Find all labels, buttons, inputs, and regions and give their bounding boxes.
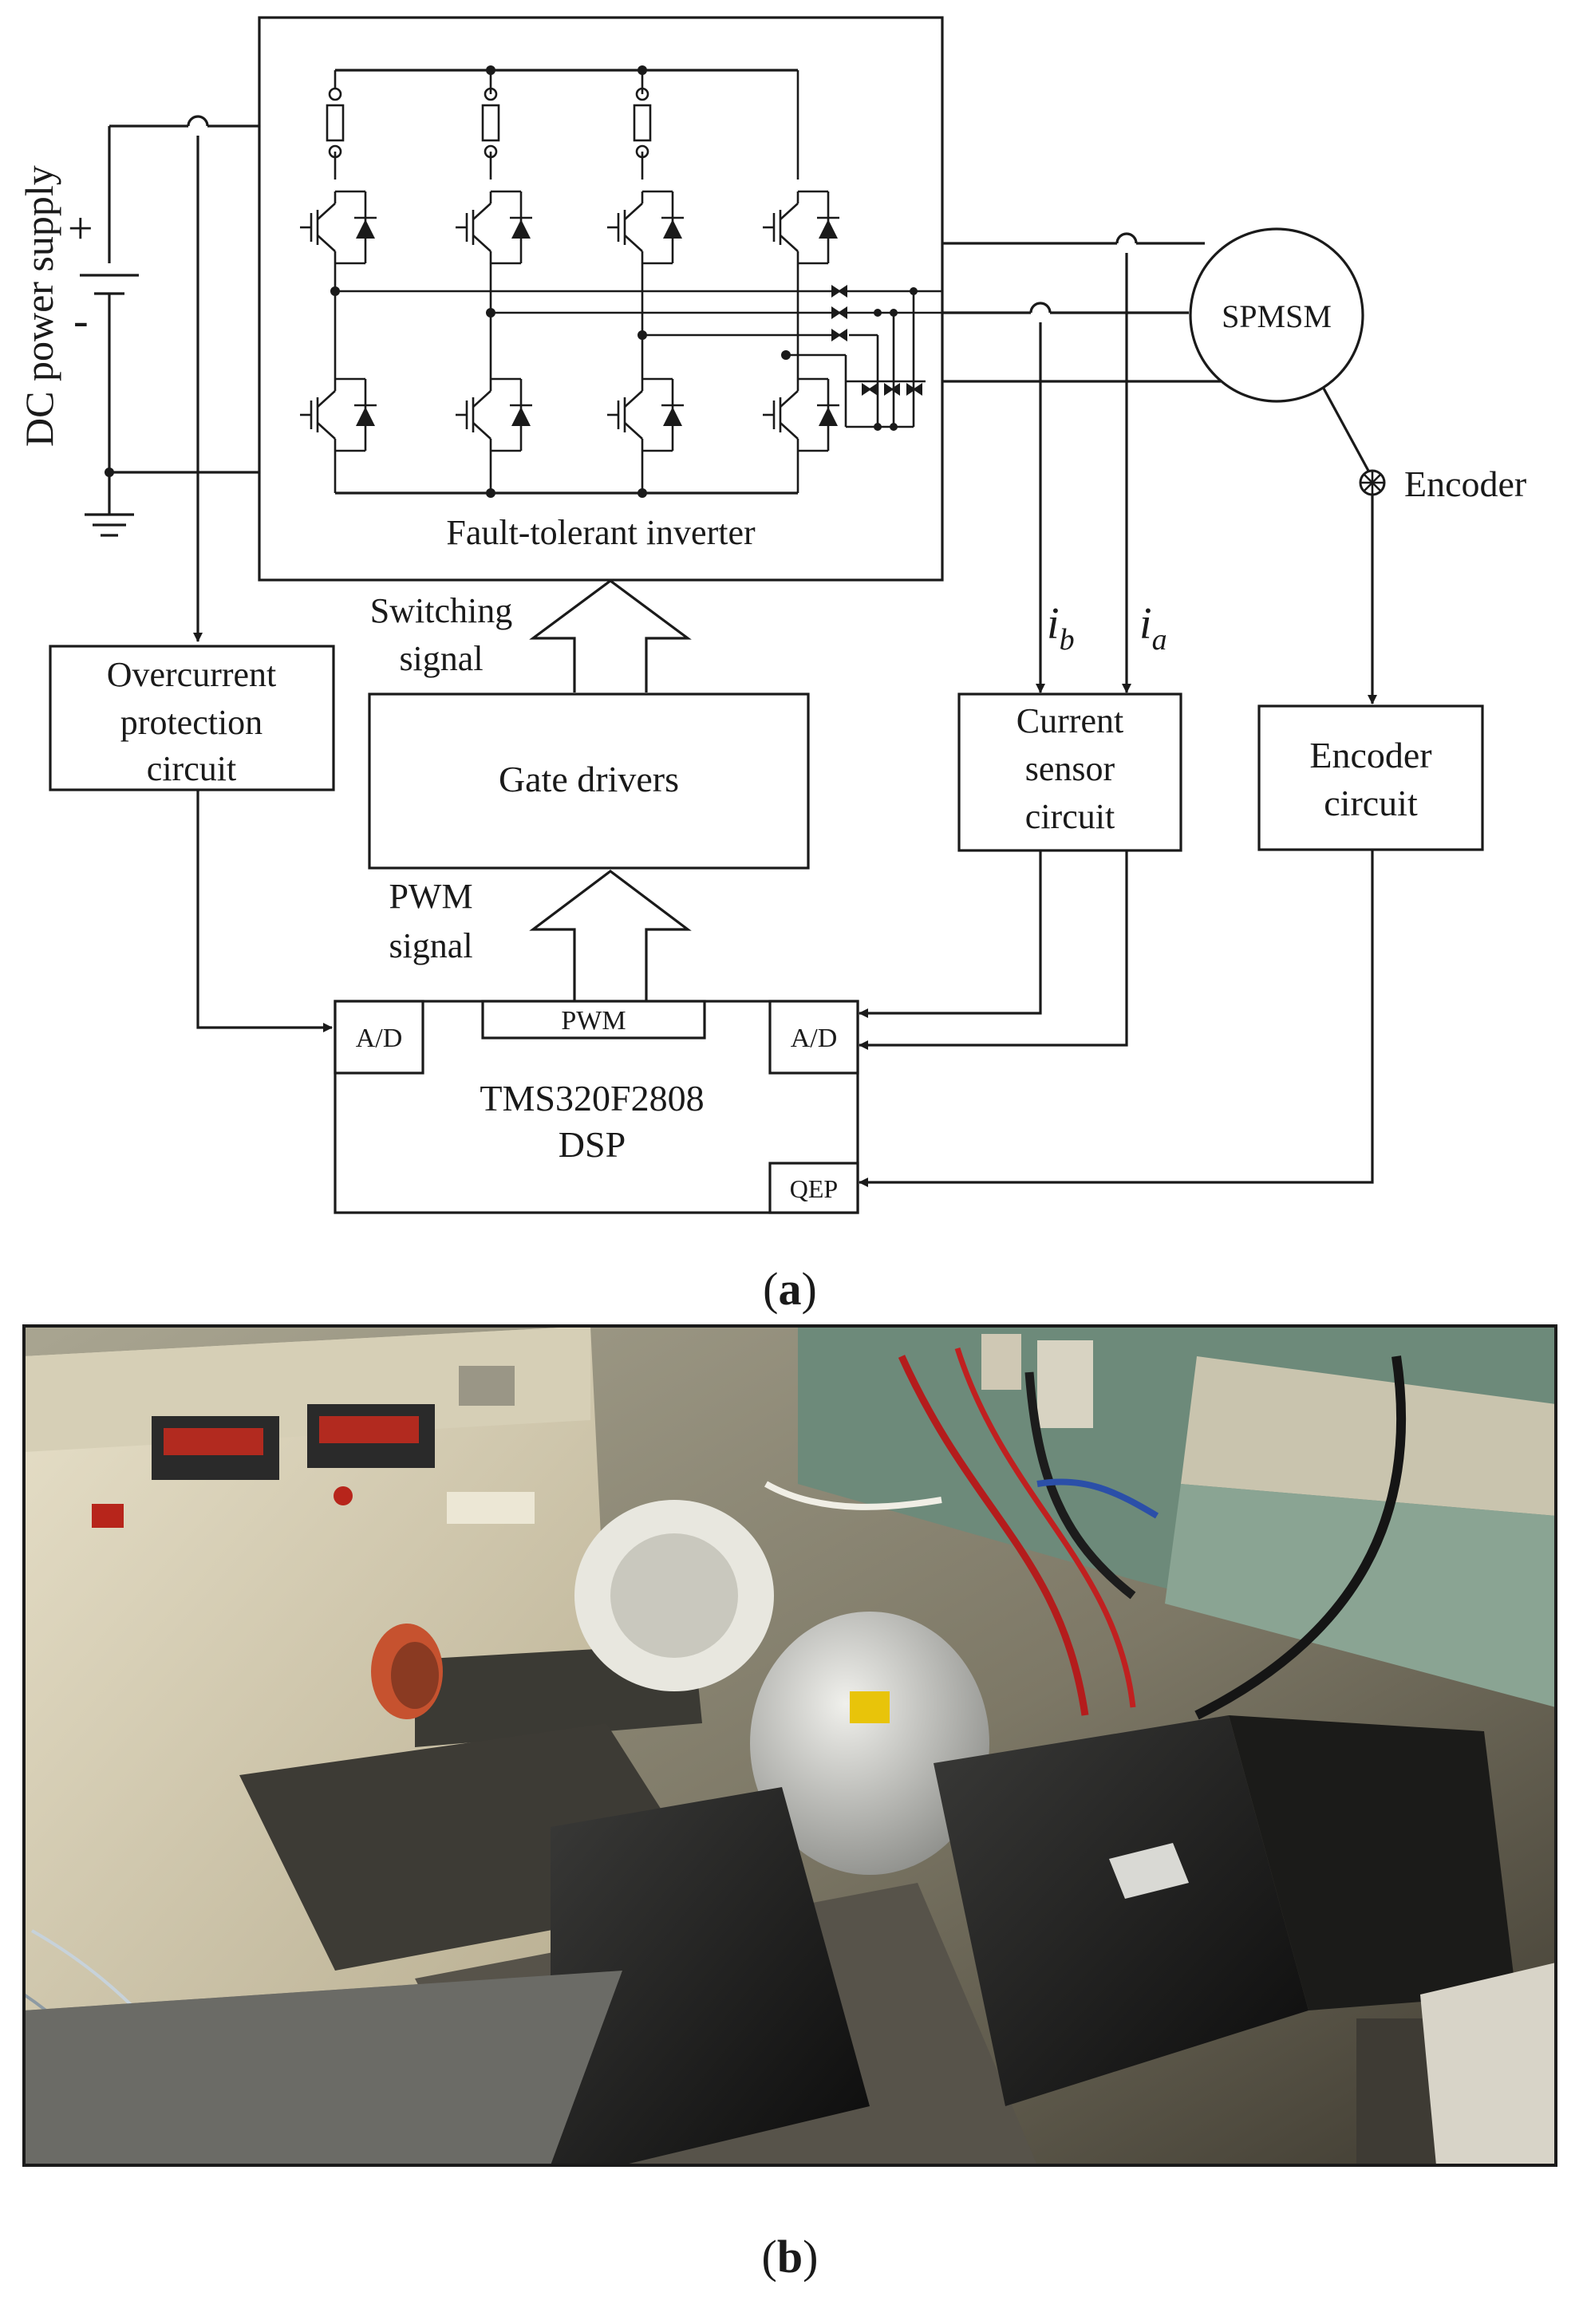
fault-tolerant-inverter: Fault-tolerant inverter <box>258 16 944 582</box>
schematic: DC power supply + - <box>17 16 1526 1315</box>
current-sensor-line-1: Current <box>1016 701 1123 740</box>
ib-label: ib <box>1047 599 1075 657</box>
dsp-port-pwm: PWM <box>561 1006 626 1036</box>
encoder: Encoder <box>1359 464 1526 704</box>
dsp-port-ad-right: A/D <box>791 1024 838 1053</box>
gate-drivers-label: Gate drivers <box>499 759 679 799</box>
dsp-port-ad-left: A/D <box>356 1024 403 1053</box>
switching-signal-line-1: Switching <box>370 591 512 630</box>
caption-a: (a) <box>763 1263 817 1315</box>
dc-power-supply: DC power supply + - <box>17 115 259 537</box>
minus-sign: - <box>73 296 89 345</box>
encoder-circuit: Encoder circuit <box>859 704 1484 1187</box>
overcurrent-line-2: protection <box>120 703 263 742</box>
caption-b: (b) <box>762 2231 819 2283</box>
overcurrent-line-1: Overcurrent <box>107 655 277 694</box>
encoder-circuit-line-1: Encoder <box>1309 735 1431 775</box>
switching-signal-line-2: signal <box>399 639 483 678</box>
photo-test-bench <box>22 1324 1557 2167</box>
current-sensor-line-2: sensor <box>1025 749 1115 788</box>
spmsm-motor: SPMSM <box>1189 227 1370 472</box>
gate-drivers: Switching signal Gate drivers PWM signal <box>368 579 810 1001</box>
pwm-signal-line-1: PWM <box>389 877 472 916</box>
ia-label: ia <box>1139 599 1167 657</box>
inverter-label: Fault-tolerant inverter <box>446 513 756 552</box>
current-sensor-line-3: circuit <box>1025 797 1115 836</box>
dsp-port-qep: QEP <box>790 1174 838 1203</box>
dsp-name-line-1: TMS320F2808 <box>480 1078 704 1119</box>
plus-sign: + <box>68 204 93 254</box>
overcurrent-line-3: circuit <box>147 749 236 788</box>
dsp-block: A/D PWM A/D QEP TMS320F2808 DSP <box>334 1000 859 1214</box>
encoder-circuit-line-2: circuit <box>1324 783 1418 823</box>
pwm-signal-line-2: signal <box>389 926 472 965</box>
current-sensor-circuit: ib ia Current sensor circuit <box>859 599 1182 1050</box>
motor-label: SPMSM <box>1222 298 1332 334</box>
overcurrent-protection: Overcurrent protection circuit <box>49 136 335 1032</box>
dsp-name-line-2: DSP <box>559 1124 626 1165</box>
dc-supply-label: DC power supply <box>17 165 61 447</box>
encoder-label: Encoder <box>1404 464 1526 504</box>
phase-lines <box>942 232 1221 693</box>
